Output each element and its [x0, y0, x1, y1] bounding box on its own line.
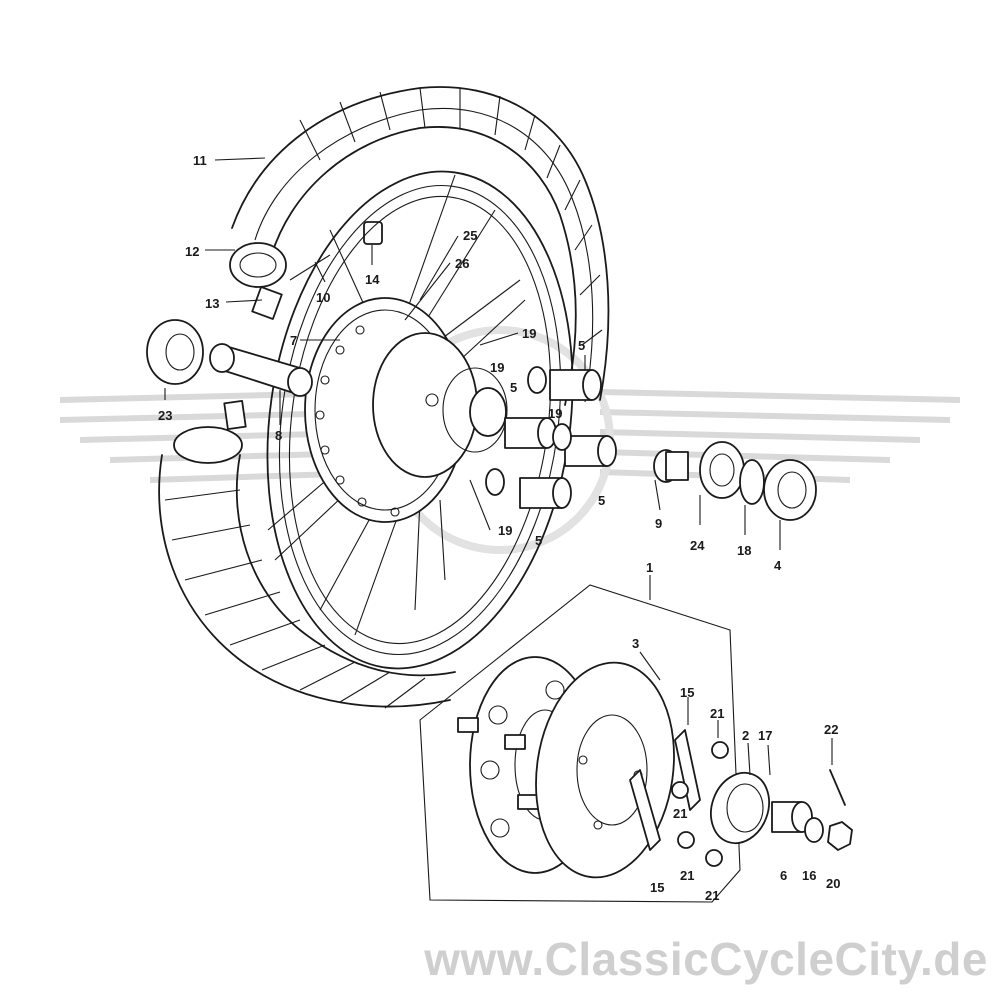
lock-washers	[629, 729, 701, 851]
callout-21-c: 21	[680, 868, 694, 883]
callout-23: 23	[158, 408, 172, 423]
callout-8: 8	[275, 428, 282, 443]
distance-collar	[209, 343, 313, 397]
callout-labels: 11 12 13 10 14 25 26 7 23 8 19 19 19 19 …	[158, 153, 840, 903]
callout-2: 2	[742, 728, 749, 743]
callout-19-a: 19	[522, 326, 536, 341]
sprocket-assembly-frame	[419, 584, 741, 903]
hub-spacers	[485, 366, 617, 509]
callout-5-b: 5	[510, 380, 517, 395]
callout-19-d: 19	[498, 523, 512, 538]
callout-19-c: 19	[548, 406, 562, 421]
callout-1: 1	[646, 560, 653, 575]
tire-lower-piece	[158, 399, 456, 709]
callout-26: 26	[455, 256, 469, 271]
callout-15-a: 15	[680, 685, 694, 700]
callout-24: 24	[690, 538, 705, 553]
callout-16: 16	[802, 868, 816, 883]
callout-18: 18	[737, 543, 751, 558]
callout-11: 11	[193, 153, 207, 168]
callout-9: 9	[655, 516, 662, 531]
callout-19-b: 19	[490, 360, 504, 375]
inner-tube-end	[229, 242, 287, 320]
callout-15-b: 15	[650, 880, 664, 895]
valve-nut	[363, 221, 383, 245]
sprocket-hub-parts	[710, 769, 853, 851]
callout-4: 4	[774, 558, 782, 573]
callout-7: 7	[290, 333, 297, 348]
callout-6: 6	[780, 868, 787, 883]
rim-band	[289, 254, 331, 281]
callout-21-a: 21	[710, 706, 724, 721]
callout-5-c: 5	[598, 493, 605, 508]
left-bearing	[146, 319, 204, 385]
callout-20: 20	[826, 876, 840, 891]
callout-13: 13	[205, 296, 219, 311]
callout-14: 14	[365, 272, 380, 287]
sprocket-nuts	[671, 741, 729, 867]
callout-21-d: 21	[705, 888, 719, 903]
hub-brake-disc	[304, 297, 508, 523]
callout-17: 17	[758, 728, 772, 743]
callout-3: 3	[632, 636, 639, 651]
callout-21-b: 21	[673, 806, 687, 821]
callout-10: 10	[316, 290, 330, 305]
callout-5-d: 5	[535, 533, 542, 548]
callout-22: 22	[824, 722, 838, 737]
leader-lines	[164, 157, 833, 776]
right-bearing-set	[653, 441, 817, 521]
callout-12: 12	[185, 244, 199, 259]
watermark-text: www.ClassicCycleCity.de	[424, 933, 988, 985]
tire-upper-piece	[231, 86, 610, 406]
callout-25: 25	[463, 228, 477, 243]
callout-5-a: 5	[578, 338, 585, 353]
